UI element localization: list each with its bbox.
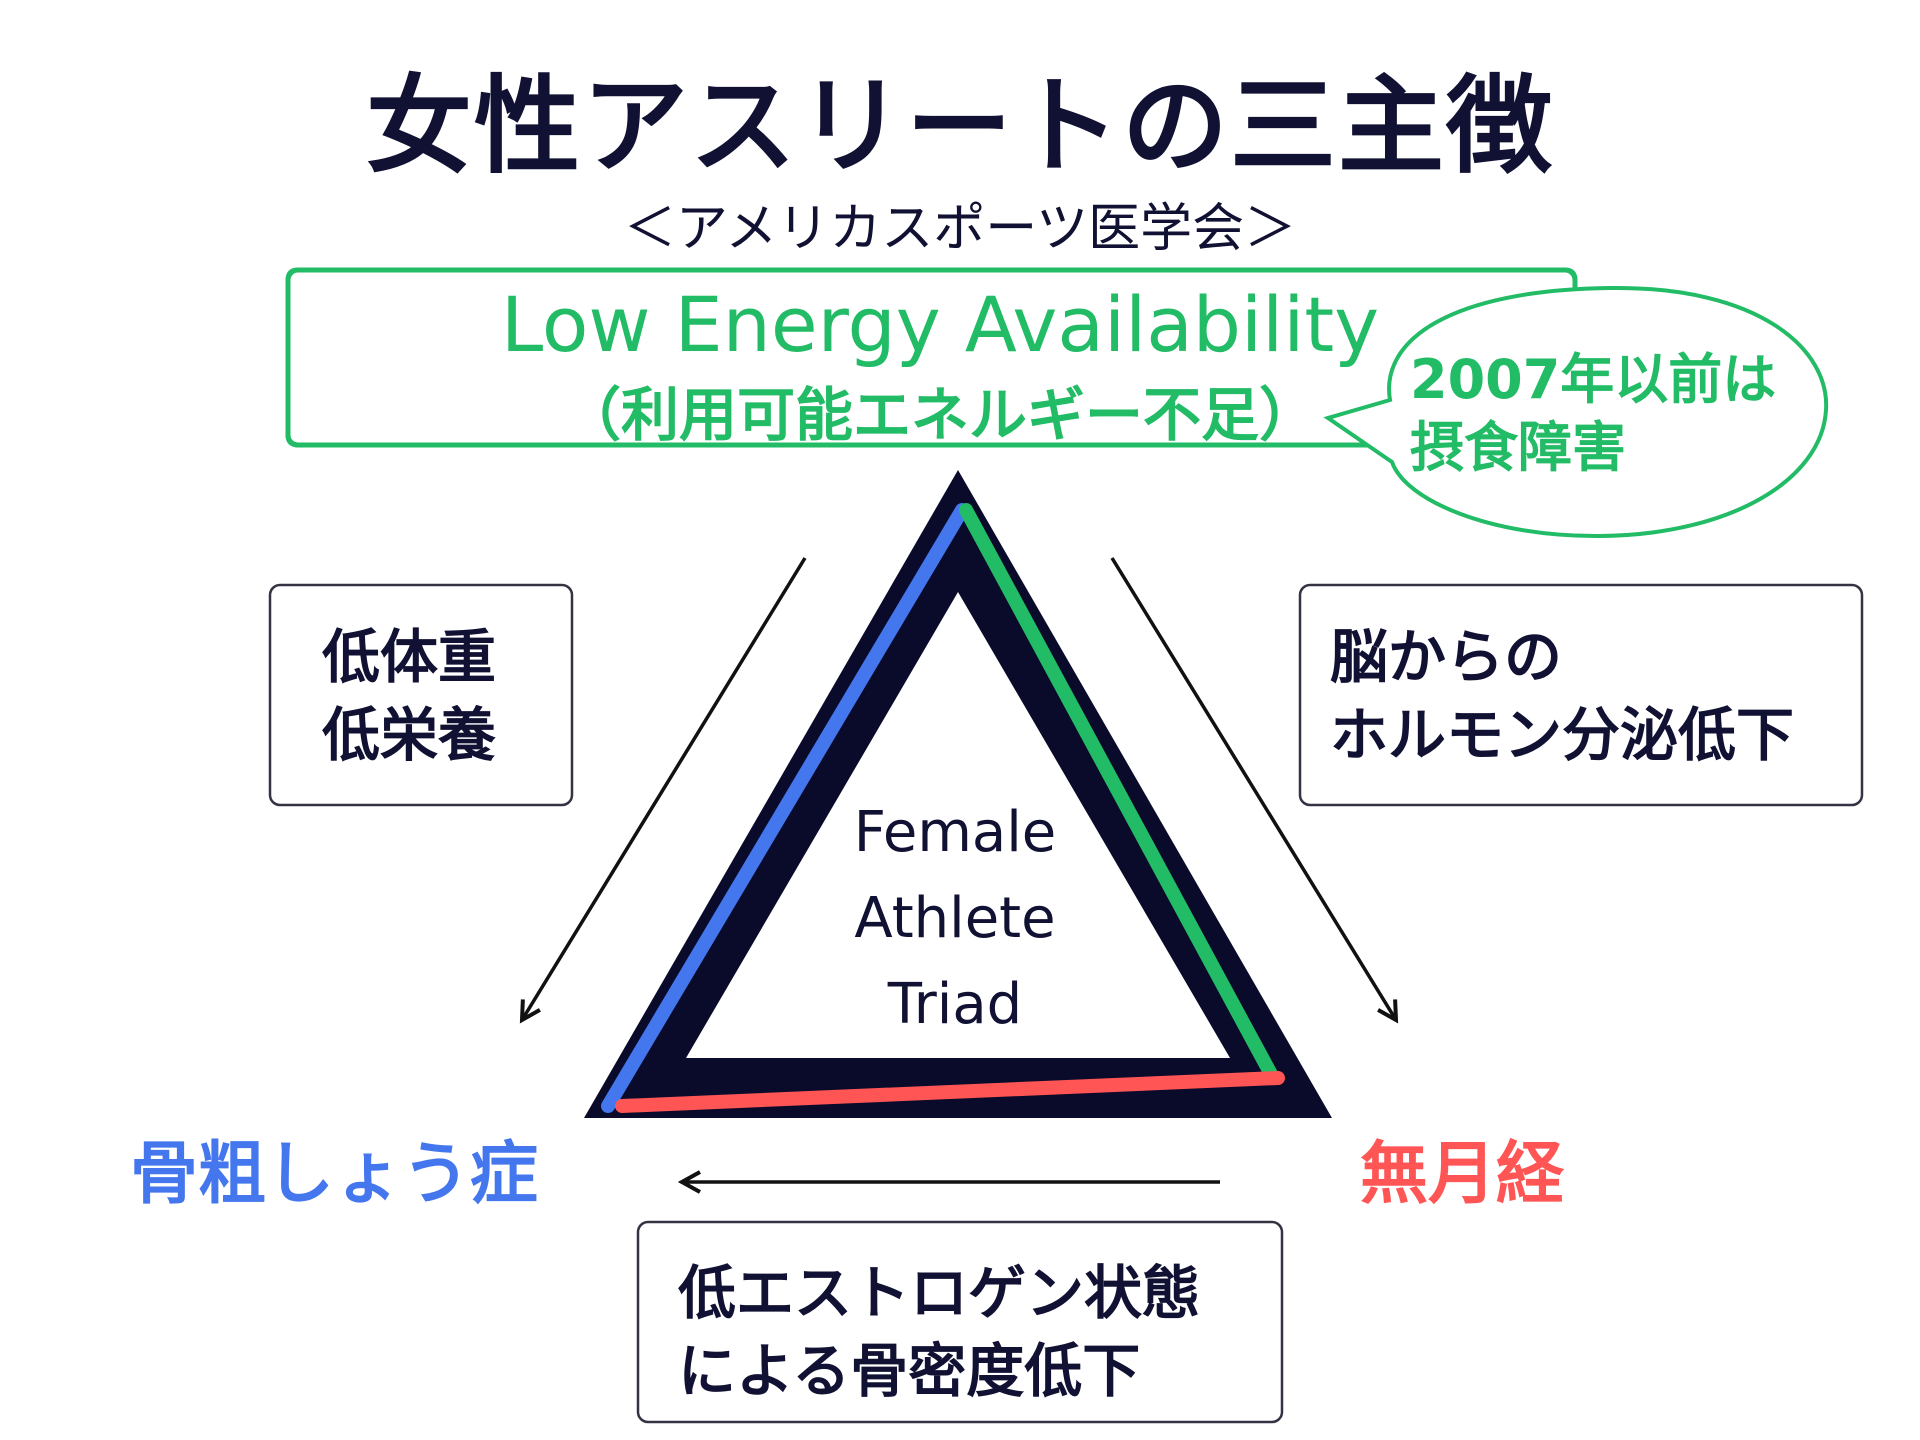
triad-triangle-inner <box>686 592 1230 1058</box>
bubble-note: 2007年以前は 摂食障害 <box>1410 346 1810 482</box>
speech-bubble <box>1323 285 1829 539</box>
triad-line1: Female <box>853 800 1057 865</box>
page-subtitle: ＜アメリカスポーツ医学会＞ <box>623 199 1297 259</box>
bottom-box-line1: 低エストロゲン状態 <box>678 1259 1201 1327</box>
bottom-box-line2: による骨密度低下 <box>678 1337 1141 1405</box>
triad-line2: Athlete <box>854 886 1056 951</box>
right-box-line1: 脳からの <box>1330 623 1563 691</box>
arrow-right-down <box>1110 557 1396 1020</box>
bubble-line2: 摂食障害 <box>1410 416 1626 479</box>
triad-center-label: Female Athlete Triad <box>800 790 1110 1048</box>
energy-label-ja: （利用可能エネルギー不足） <box>562 381 1317 449</box>
left-box-text: 低体重 低栄養 <box>322 618 496 774</box>
arrow-left-down <box>522 557 807 1020</box>
bottom-box-text: 低エストロゲン状態 による骨密度低下 <box>678 1254 1200 1410</box>
left-info-box <box>268 583 574 807</box>
right-box-line2: ホルモン分泌低下 <box>1330 701 1795 769</box>
energy-label-en: Low Energy Availability <box>500 280 1380 369</box>
left-box-line1: 低体重 <box>322 623 497 691</box>
right-info-box <box>1298 583 1864 807</box>
left-box-line2: 低栄養 <box>322 701 497 769</box>
corner-label-osteoporosis: 骨粗しょう症 <box>130 1135 539 1214</box>
bubble-line1: 2007年以前は <box>1410 348 1777 411</box>
green-edge <box>959 503 1279 1083</box>
page-title: 女性アスリートの三主徴 <box>366 65 1554 188</box>
red-edge <box>615 1071 1285 1113</box>
bottom-info-box <box>636 1220 1284 1424</box>
blue-edge <box>601 503 969 1113</box>
right-box-text: 脳からの ホルモン分泌低下 <box>1330 618 1794 774</box>
corner-label-amenorrhea: 無月経 <box>1360 1135 1565 1214</box>
triad-line3: Triad <box>887 972 1023 1037</box>
